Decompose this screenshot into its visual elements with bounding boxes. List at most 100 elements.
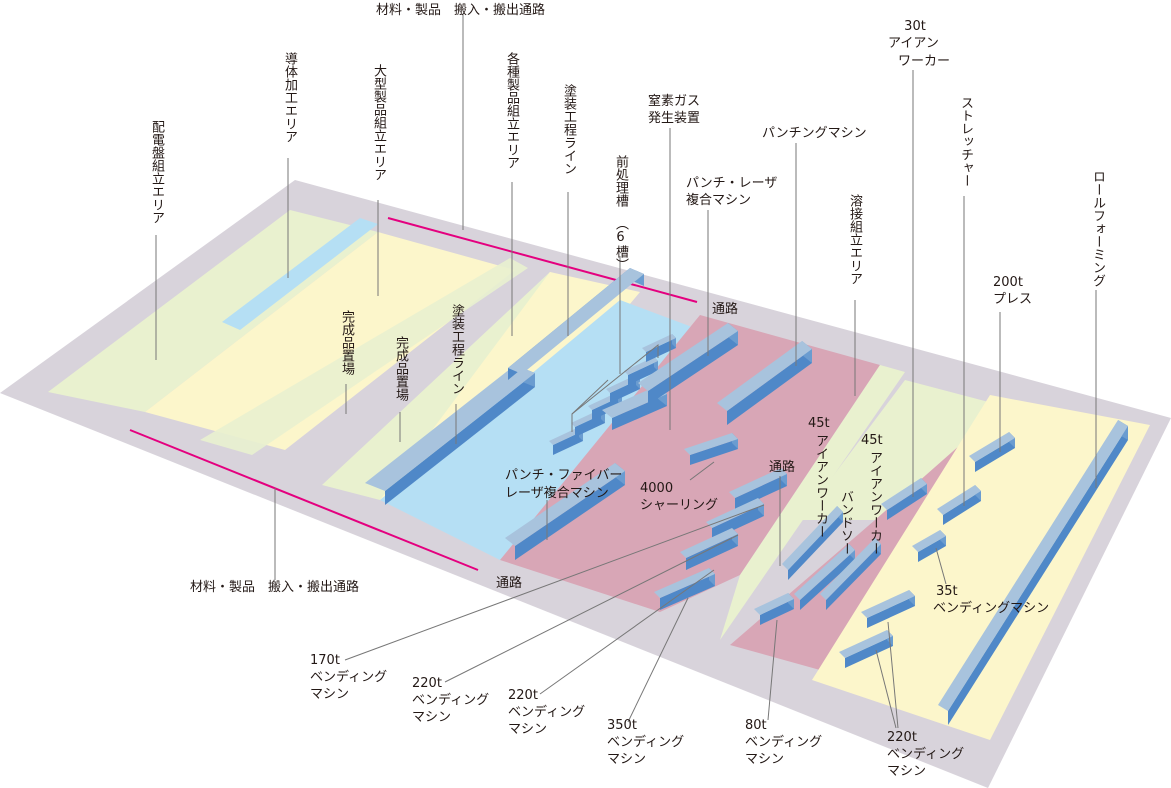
bending-80-label-a: 80t xyxy=(745,718,767,733)
ironworker-30-label-a: 30t xyxy=(904,19,926,34)
leader-220c-1 xyxy=(887,621,899,729)
pretreatment-label-b: （6槽） xyxy=(613,217,628,271)
leader-shearing xyxy=(689,461,715,481)
bending-35-box xyxy=(912,530,946,562)
bending-220c-label-a: 220t xyxy=(887,730,917,745)
ironworker-30-box xyxy=(881,478,927,520)
shearing-box xyxy=(684,433,738,465)
bending-80-label-c: マシン xyxy=(745,752,785,767)
pretreatment-bracket xyxy=(571,343,659,432)
bending-80-box xyxy=(754,593,794,625)
nitrogen-label-b: 発生装置 xyxy=(648,111,701,126)
bending-170-label-a: 170t xyxy=(310,653,340,668)
bending-box-2 xyxy=(706,498,764,540)
ironworker-45a-box xyxy=(782,506,843,580)
zone-welding xyxy=(720,365,905,640)
ironworker-45b-box xyxy=(820,538,881,610)
leader-220a xyxy=(444,534,739,683)
zone-panel-assembly xyxy=(48,210,378,412)
leader-80 xyxy=(767,619,778,721)
large-product-area-label: 大型製品組立エリア xyxy=(371,64,386,181)
bending-220b-label-a: 220t xyxy=(508,688,538,703)
zone-large-assembly xyxy=(145,232,515,450)
bending-220c-label-b: ベンディング xyxy=(887,747,965,762)
punching-box xyxy=(717,341,812,425)
fiber-laser-box xyxy=(505,463,625,560)
leader-bending-35 xyxy=(935,547,947,585)
ironworker-45a-text: アイアンワーカー xyxy=(813,434,828,538)
bending-220b-label-c: マシン xyxy=(508,722,548,737)
bending-box-1 xyxy=(729,468,787,510)
leader-350 xyxy=(627,597,689,723)
leader-lines xyxy=(155,14,1097,729)
ironworker-45b-num: 45t xyxy=(861,433,883,448)
leader-170 xyxy=(344,504,765,661)
roll-forming-box xyxy=(938,420,1128,725)
aisle-mid-label: 通路 xyxy=(769,460,796,475)
various-product-area-label: 各種製品組立エリア xyxy=(504,52,519,169)
stretcher-label: ストレッチャー xyxy=(958,96,973,187)
ironworker-30-label-c: ワーカー xyxy=(898,54,951,69)
nitrogen-label-a: 窒素ガス xyxy=(648,94,701,109)
bending-35-label-a: 35t xyxy=(936,584,958,599)
ironworker-45a-num: 45t xyxy=(808,416,830,431)
shearing-label-a: 4000 xyxy=(640,481,674,496)
route-lines xyxy=(129,217,698,571)
punch-laser-label-a: パンチ・レーザ xyxy=(686,176,778,191)
paint-line-top-label: 塗装工程ライン xyxy=(561,84,576,175)
leader-220c-2 xyxy=(875,649,897,729)
material-route-top-label: 材料・製品 搬入・搬出通路 xyxy=(376,3,546,18)
bandsaw-label: バンドソー xyxy=(838,490,853,555)
ironworker-45b-text: アイアンワーカー xyxy=(867,451,882,555)
roll-forming-label: ロールフォーミング xyxy=(1090,170,1105,287)
bending-220a-label-b: ベンディング xyxy=(412,693,490,708)
ironworker-30-label-b: アイアン xyxy=(888,36,939,51)
punch-laser-label-b: 複合マシン xyxy=(686,193,752,208)
bandsaw-box xyxy=(794,544,855,610)
pretreatment-tank-5 xyxy=(624,357,658,385)
bending-350-label-c: マシン xyxy=(607,752,647,767)
bending-35-label-b: ベンディングマシン xyxy=(933,601,1050,616)
finished-storage-1-label: 完成品置場 xyxy=(339,310,354,375)
shearing-label-b: シャーリング xyxy=(640,498,719,513)
bending-220b-label-b: ベンディング xyxy=(508,705,586,720)
press-200-box xyxy=(969,432,1015,472)
finished-storage-2-label: 完成品置場 xyxy=(393,336,408,401)
welding-area-label: 溶接組立エリア xyxy=(847,194,862,285)
paint-line-top-box xyxy=(508,268,644,380)
fiber-laser-label-a: パンチ・ファイバー xyxy=(505,468,623,483)
bending-350-label-b: ベンディング xyxy=(607,735,685,750)
pretreatment-label-a: 前処理槽 xyxy=(613,155,628,207)
conductor-area-label: 導体加工エリア xyxy=(282,52,297,143)
fiber-laser-label-b: レーザ複合マシン xyxy=(505,486,609,501)
press-200-label-b: プレス xyxy=(993,292,1033,307)
route-line-bottom xyxy=(129,429,479,571)
leader-220b xyxy=(539,569,715,695)
punching-label: パンチングマシン xyxy=(762,126,867,141)
zone-bending-east xyxy=(812,395,1150,740)
bending-350-label-a: 350t xyxy=(607,718,637,733)
bending-170-label-c: マシン xyxy=(310,687,350,702)
bending-220a-label-a: 220t xyxy=(412,676,442,691)
material-route-bottom-label: 材料・製品 搬入・搬出通路 xyxy=(190,580,360,595)
bending-80-label-b: ベンディング xyxy=(745,735,823,750)
zone-welding-2 xyxy=(800,380,1000,520)
bending-220c-box-1 xyxy=(861,590,915,628)
bending-220a-label-c: マシン xyxy=(412,710,452,725)
panel-area-label: 配電盤組立エリア xyxy=(149,120,164,224)
bending-170-label-b: ベンディング xyxy=(310,670,388,685)
pretreatment-tank-6 xyxy=(642,334,676,362)
route-line-top xyxy=(387,217,698,303)
stretcher-box xyxy=(937,485,981,525)
zone-storage-1 xyxy=(200,258,528,455)
press-200-label-a: 200t xyxy=(993,275,1023,290)
zone-conductor-strip xyxy=(222,218,378,330)
aisle-bottom-label: 通路 xyxy=(496,576,523,591)
leader-pretreatment-2 xyxy=(571,379,609,415)
paint-line-mid-label: 塗装工程ライン xyxy=(449,304,464,395)
aisle-top-label: 通路 xyxy=(712,302,739,317)
equipment xyxy=(365,268,1128,725)
bending-220c-label-c: マシン xyxy=(887,764,927,779)
